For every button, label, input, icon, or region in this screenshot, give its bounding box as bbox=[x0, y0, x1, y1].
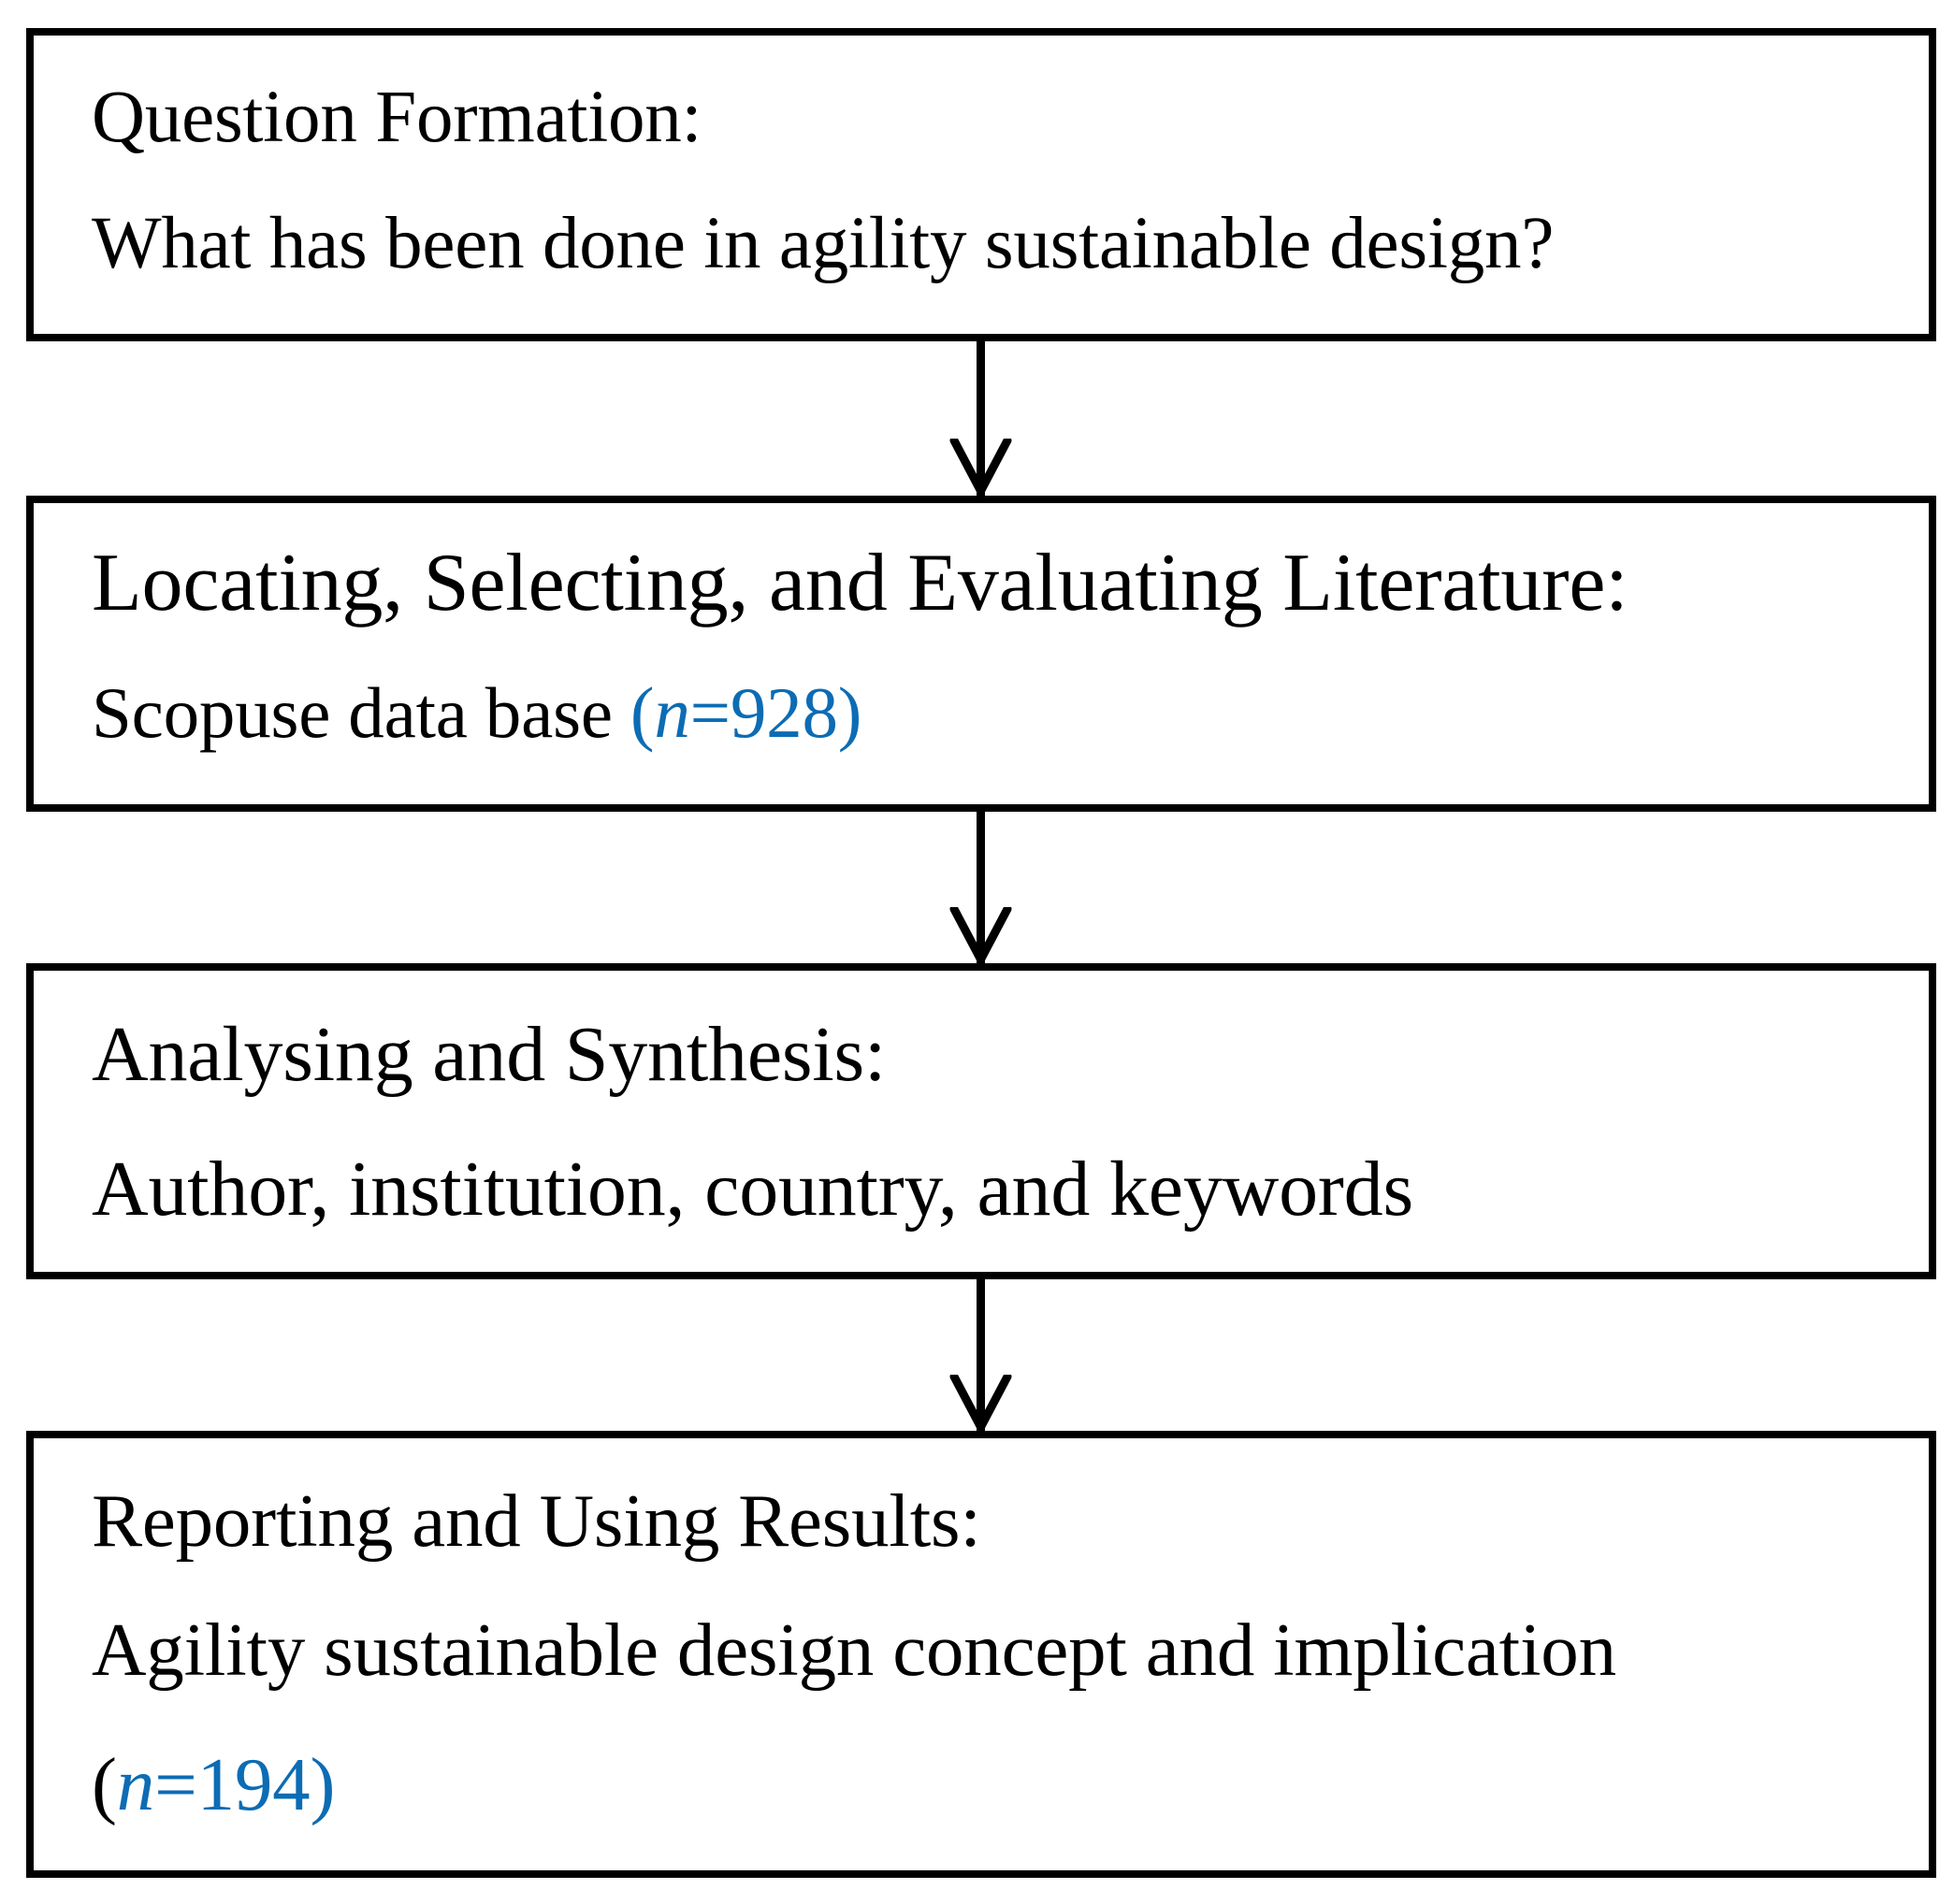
flowchart-node-reporting-using-results: Reporting and Using Results: Agility sus… bbox=[26, 1431, 1936, 1878]
count-variable: n bbox=[654, 672, 690, 753]
arrow-shaft bbox=[977, 1277, 985, 1435]
arrow-shaft bbox=[977, 810, 985, 967]
count-value: 928 bbox=[730, 672, 838, 753]
node-title: Reporting and Using Results: bbox=[92, 1478, 981, 1563]
paren-close: ) bbox=[310, 1742, 336, 1826]
flowchart-node-locating-selecting-evaluating: Locating, Selecting, and Evaluating Lite… bbox=[26, 496, 1936, 812]
down-arrow-icon bbox=[949, 907, 1012, 965]
count-equals: = bbox=[154, 1742, 197, 1826]
down-arrow-icon bbox=[949, 1375, 1012, 1433]
paren-close: ) bbox=[837, 672, 862, 753]
count-accent-group: n=194) bbox=[116, 1742, 336, 1826]
count-equals: = bbox=[689, 672, 731, 753]
node-title: Analysing and Synthesis: bbox=[92, 1011, 887, 1098]
flowchart-node-analysing-synthesis: Analysing and Synthesis: Author, institu… bbox=[26, 963, 1936, 1279]
flowchart-node-question-formation: Question Formation: What has been done i… bbox=[26, 28, 1936, 341]
arrow-shaft bbox=[977, 339, 985, 498]
node-title: Question Formation: bbox=[92, 77, 702, 158]
count-value: 194 bbox=[196, 1742, 311, 1826]
node-detail: What has been done in agility sustainabl… bbox=[92, 203, 1555, 284]
record-count-badge: (n=928) bbox=[630, 672, 862, 753]
paren-open: ( bbox=[92, 1742, 117, 1826]
down-arrow-icon bbox=[949, 439, 1012, 497]
node-detail: Author, institution, country, and keywor… bbox=[92, 1146, 1413, 1233]
node-title: Locating, Selecting, and Evaluating Lite… bbox=[92, 538, 1628, 628]
record-count-badge: (n=194) bbox=[92, 1747, 335, 1823]
node-detail: Agility sustainable design concept and i… bbox=[92, 1608, 1616, 1692]
paren-open: ( bbox=[630, 672, 655, 753]
node-detail-prefix: Scopuse data base bbox=[92, 672, 630, 753]
node-detail: Scopuse data base (n=928) bbox=[92, 677, 861, 749]
count-variable: n bbox=[116, 1742, 155, 1826]
